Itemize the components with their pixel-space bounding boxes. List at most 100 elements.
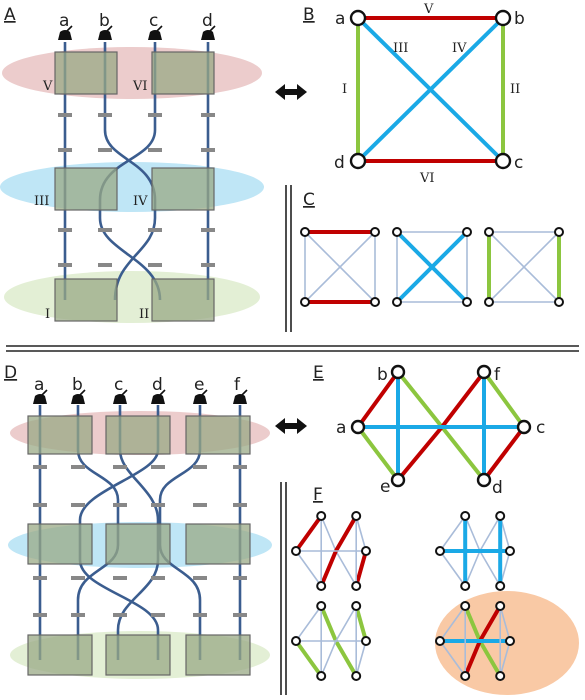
box-label: IV <box>133 194 148 209</box>
graph-node <box>316 671 327 681</box>
edge-label: VI <box>419 171 435 186</box>
graph-edge <box>478 639 502 678</box>
matching-graph <box>291 511 371 591</box>
graph-node <box>300 227 310 237</box>
node-label: a <box>336 418 346 438</box>
graph-node <box>361 546 371 556</box>
graph-edge <box>355 640 367 677</box>
output-label: a <box>59 11 69 31</box>
graph-edge <box>334 639 358 678</box>
graph-edge <box>463 640 482 677</box>
graph-edge <box>354 605 368 642</box>
graph-edge <box>439 640 466 677</box>
panel-letter-b: B <box>303 5 315 25</box>
edge-label: IV <box>452 41 467 56</box>
graph-node <box>505 546 515 556</box>
graph-edge <box>499 605 511 642</box>
node-label: d <box>334 153 345 173</box>
graph-edge <box>479 550 501 587</box>
graph-node <box>462 297 472 307</box>
graph-node <box>370 227 380 237</box>
graph-node <box>460 601 471 611</box>
graph-node <box>505 636 515 646</box>
horizontal-separator <box>6 345 579 352</box>
graph-edge <box>395 230 469 304</box>
detector-icon <box>98 25 113 40</box>
detector-icon <box>201 25 216 40</box>
output-label: c <box>114 375 123 395</box>
graph-node <box>351 671 362 681</box>
graph-node <box>392 227 402 237</box>
box-label: V <box>42 79 53 94</box>
panel-b-graph: a b c d V VI I II III IV <box>334 2 525 186</box>
graph-node <box>495 671 506 681</box>
graph-edge <box>464 550 481 587</box>
graph-edge <box>439 550 466 587</box>
graph-node <box>495 601 506 611</box>
detector-icon <box>151 389 166 404</box>
graph-edge <box>320 640 337 677</box>
detector-icon <box>71 389 86 404</box>
matching-graph <box>484 227 564 307</box>
panel-f-matchings <box>291 511 579 695</box>
node-label: c <box>514 153 523 173</box>
detector-icon <box>148 25 163 40</box>
graph-edge <box>464 515 481 552</box>
graph-node <box>554 227 564 237</box>
graph-edge <box>320 515 337 552</box>
node-label: d <box>492 478 503 498</box>
graph-edge <box>294 514 323 553</box>
panel-letter-f: F <box>313 485 323 505</box>
graph-edge <box>295 605 322 642</box>
panel-c-matchings <box>300 227 564 307</box>
panel-e-graph: a b c d e f <box>336 364 545 498</box>
matching-graph <box>291 601 371 681</box>
panel-letter-c: C <box>303 190 315 210</box>
graph-node <box>291 636 301 646</box>
panel-letter-e: E <box>313 363 324 383</box>
box-label: VI <box>132 79 148 94</box>
matching-graph <box>435 601 515 681</box>
graph-edge <box>479 515 501 552</box>
graph-edge <box>304 231 376 303</box>
detector-icon <box>58 25 73 40</box>
graph-edge <box>439 605 466 642</box>
graph-edge <box>478 604 502 643</box>
graph-node <box>460 671 471 681</box>
edge-label: I <box>342 82 347 97</box>
graph-node <box>316 601 327 611</box>
graph-node <box>495 581 506 591</box>
output-label: a <box>34 375 44 395</box>
matching-graph <box>300 227 380 307</box>
graph-node <box>460 511 471 521</box>
graph-edge <box>463 605 482 642</box>
output-label: b <box>99 11 110 31</box>
graph-edge <box>319 550 338 587</box>
matching-graph <box>435 511 515 591</box>
matching-graph <box>392 227 472 307</box>
graph-node <box>484 297 494 307</box>
double-arrow-icon <box>275 418 307 434</box>
output-label: b <box>72 375 83 395</box>
vertical-separator-top <box>285 185 292 332</box>
graph-edge <box>319 605 338 642</box>
graph-edge <box>334 514 358 553</box>
graph-node <box>370 297 380 307</box>
node-label: c <box>536 418 545 438</box>
graph-node <box>495 511 506 521</box>
graph-node <box>435 546 445 556</box>
graph-node <box>316 581 327 591</box>
graph-edge <box>499 640 511 677</box>
graph-node <box>351 511 362 521</box>
output-label: e <box>194 375 204 395</box>
node-label: b <box>514 9 525 29</box>
graph-node <box>462 227 472 237</box>
graph-node <box>460 581 471 591</box>
graph-edge <box>335 605 357 642</box>
graph-edge <box>354 550 368 587</box>
node-label: a <box>335 9 345 29</box>
graph-edge <box>335 550 357 587</box>
